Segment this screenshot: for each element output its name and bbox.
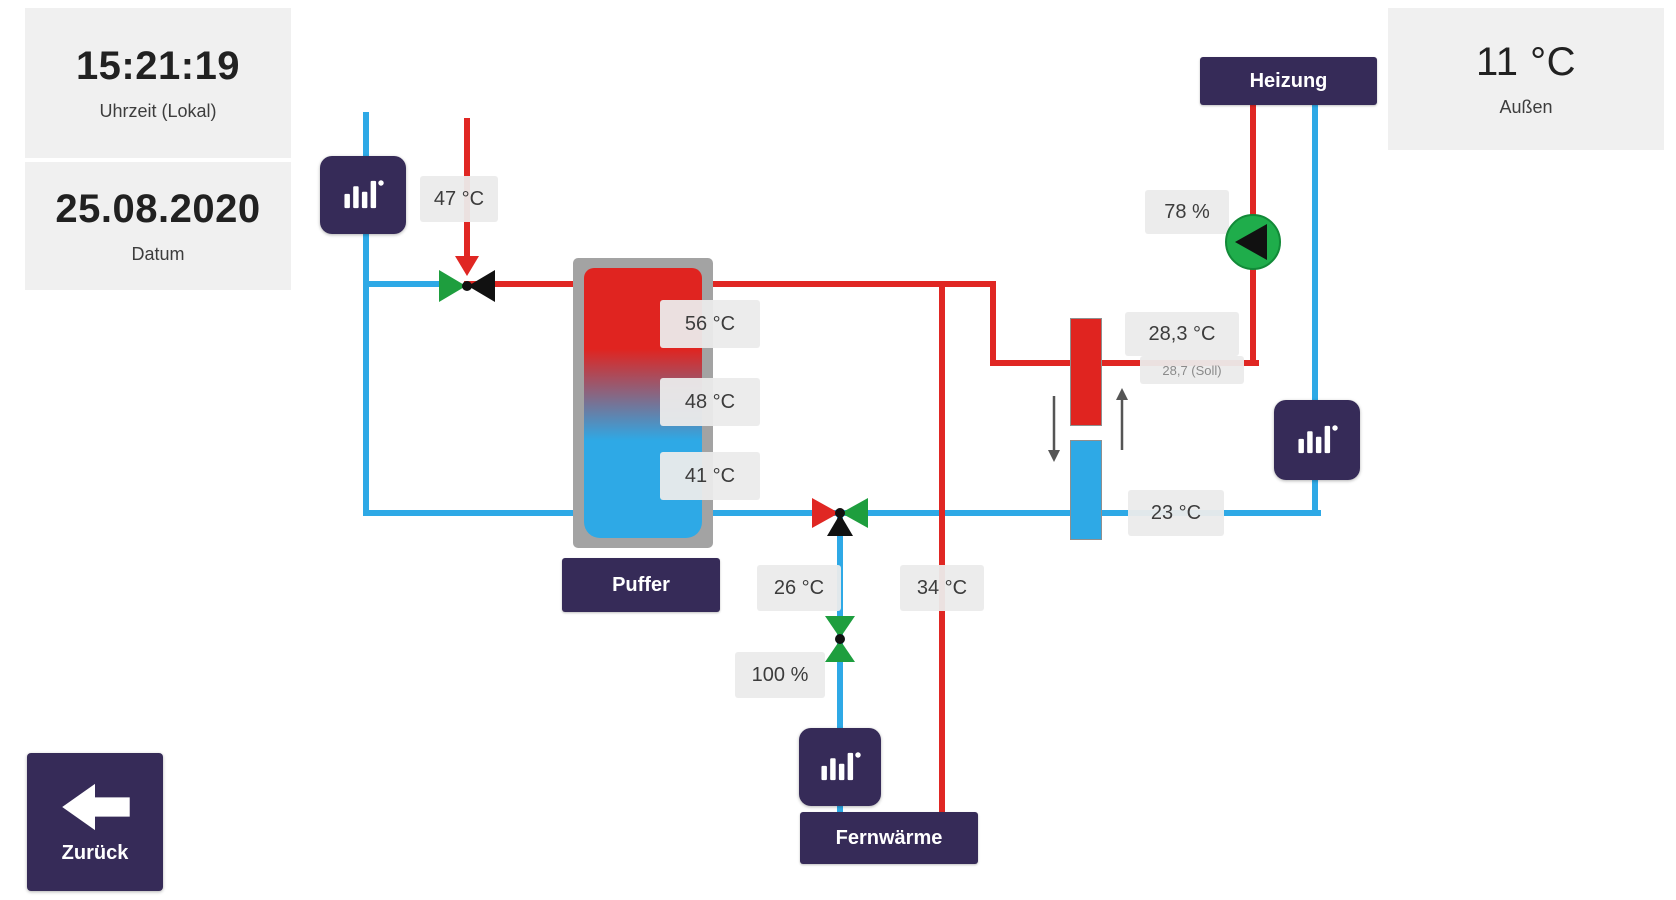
- sensor-fernwaerme-return-temp: 26 °C: [757, 565, 841, 611]
- heizung-label: Heizung: [1249, 69, 1328, 92]
- sensor-heizung-flow-setpoint: 28,7 (Soll): [1140, 356, 1244, 384]
- outside-temp-card: 11 °C Außen: [1388, 8, 1664, 150]
- sensor-pump-speed: 78 %: [1145, 190, 1229, 234]
- fernwaerme-badge[interactable]: Fernwärme: [800, 812, 978, 864]
- date-card: 25.08.2020 Datum: [25, 162, 291, 290]
- pipe-hot-main-horizontal: [464, 281, 996, 287]
- sensor-heizung-return-temp: 23 °C: [1128, 490, 1224, 536]
- flow-up-arrow-icon: [1116, 388, 1128, 450]
- pipe-cold-left-vertical: [363, 112, 369, 516]
- sensor-fernwaerme-supply-temp: 34 °C: [900, 565, 984, 611]
- fernwaerme-label: Fernwärme: [835, 826, 943, 849]
- bar-meter-icon: [344, 180, 384, 209]
- outside-temp-label: Außen: [1499, 97, 1553, 117]
- sensor-valve-position: 100 %: [735, 652, 825, 698]
- pipe-fernwaerme-supply-vertical: [939, 284, 945, 812]
- sensor-puffer-top: 56 °C: [660, 300, 760, 348]
- hot-inlet-arrow-icon: [455, 256, 479, 276]
- date-label: Datum: [131, 244, 185, 264]
- pipe-fernwaerme-return-vertical: [837, 513, 843, 812]
- time-value: 15:21:19: [75, 44, 241, 88]
- meter-button-inlet[interactable]: [320, 156, 406, 234]
- bar-meter-icon: [821, 752, 861, 781]
- heat-exchanger-hot-section: [1070, 318, 1102, 426]
- sensor-puffer-middle: 48 °C: [660, 378, 760, 426]
- puffer-label: Puffer: [612, 573, 670, 596]
- pipe-heizung-flow-vertical: [1250, 105, 1256, 366]
- sensor-puffer-bottom: 41 °C: [660, 452, 760, 500]
- back-button[interactable]: Zurück: [27, 753, 163, 891]
- heizung-badge[interactable]: Heizung: [1200, 57, 1377, 105]
- outside-temp-value: 11 °C: [1475, 40, 1577, 84]
- back-button-label: Zurück: [61, 841, 129, 864]
- pipe-hot-riser-vertical: [990, 281, 996, 366]
- puffer-badge[interactable]: Puffer: [562, 558, 720, 612]
- meter-button-fernwaerme[interactable]: [799, 728, 881, 806]
- pipe-heizung-flow-horizontal: [990, 360, 1259, 366]
- pipe-cold-to-mixing-valve: [363, 281, 455, 287]
- arrow-left-icon: [62, 783, 130, 830]
- sensor-inlet-temp: 47 °C: [420, 176, 498, 222]
- sensor-heizung-flow-temp: 28,3 °C: [1125, 312, 1239, 356]
- time-card: 15:21:19 Uhrzeit (Lokal): [25, 8, 291, 158]
- date-value: 25.08.2020: [55, 187, 261, 231]
- heat-exchanger-cold-section: [1070, 440, 1102, 540]
- bar-meter-icon: [1298, 425, 1338, 454]
- flow-down-arrow-icon: [1048, 396, 1060, 462]
- pipe-heizung-return-vertical: [1312, 105, 1318, 516]
- meter-button-heizung[interactable]: [1274, 400, 1360, 480]
- time-label: Uhrzeit (Lokal): [99, 101, 217, 121]
